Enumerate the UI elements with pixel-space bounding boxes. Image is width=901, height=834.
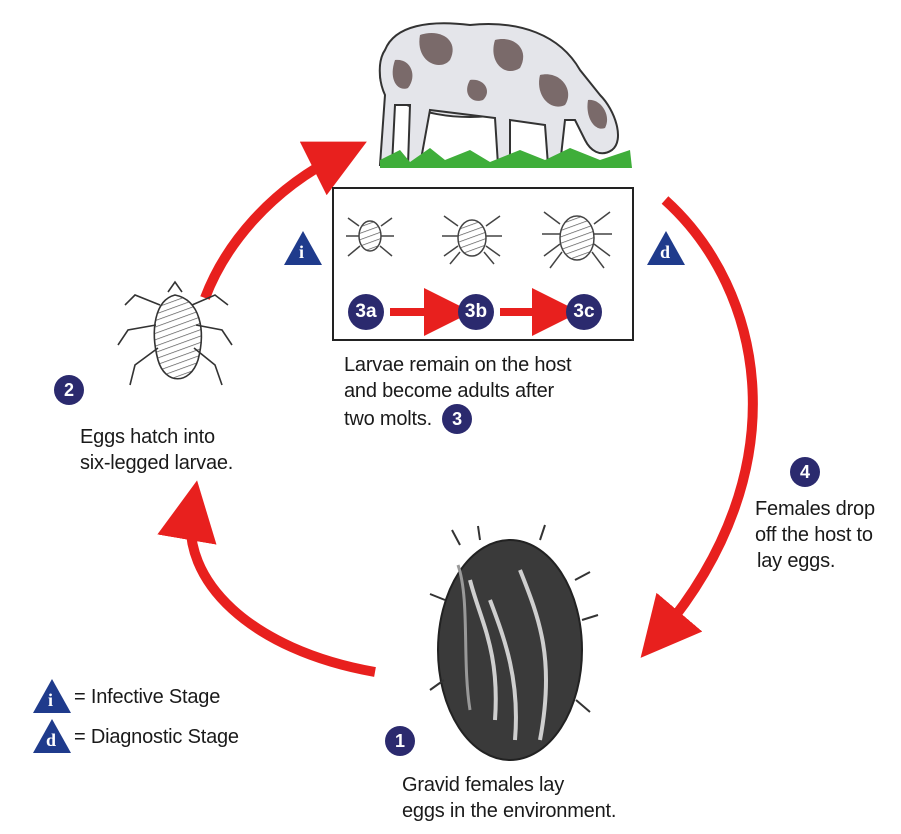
stage3-number-badge: 3 xyxy=(442,404,472,434)
legend-infective-symbol: i xyxy=(48,690,53,711)
stage1-text: Gravid females lay eggs in the environme… xyxy=(402,772,616,824)
legend-diagnostic-marker: d xyxy=(32,718,72,754)
arrow-2-to-host xyxy=(205,155,340,298)
legend-infective-label: = Infective Stage xyxy=(74,684,220,710)
cow-host-illustration xyxy=(380,23,632,168)
gravid-female-tick-illustration xyxy=(430,525,598,760)
stage4-line3: lay eggs. xyxy=(755,548,875,574)
arrow-1-to-2 xyxy=(191,510,375,672)
legend-diagnostic-label: = Diagnostic Stage xyxy=(74,724,239,750)
stage3-text: Larvae remain on the host and become adu… xyxy=(344,352,571,434)
diagnostic-marker-label: d xyxy=(660,242,670,263)
substage-badge-3b: 3b xyxy=(458,294,494,330)
stage4-number-badge: 4 xyxy=(790,457,820,487)
stage1-line1: Gravid females lay xyxy=(402,772,616,798)
substage-badge-3a: 3a xyxy=(348,294,384,330)
diagnostic-stage-marker: d xyxy=(646,230,686,266)
legend: i = Infective Stage d = Diagnostic Stage xyxy=(32,678,292,758)
stage3-line1: Larvae remain on the host xyxy=(344,352,571,378)
legend-infective-marker: i xyxy=(32,678,72,714)
legend-diagnostic-row: d = Diagnostic Stage xyxy=(32,718,292,754)
stage2-text: Eggs hatch into six-legged larvae. xyxy=(80,424,233,476)
adult-tick-illustration xyxy=(542,212,612,268)
legend-infective-row: i = Infective Stage xyxy=(32,678,292,714)
stage2-line1: Eggs hatch into xyxy=(80,424,233,450)
stage2-line2: six-legged larvae. xyxy=(80,450,233,476)
stage1-number-badge: 1 xyxy=(385,726,415,756)
stage4-line2: off the host to xyxy=(755,522,875,548)
stage1-line2: eggs in the environment. xyxy=(402,798,616,824)
larva-tick-illustration xyxy=(346,218,394,256)
stage4-text: Females drop off the host to lay eggs. xyxy=(755,496,875,574)
stage3-line2: and become adults after xyxy=(344,378,571,404)
substage-badge-3c: 3c xyxy=(566,294,602,330)
nymph-tick-illustration xyxy=(442,216,502,264)
infective-stage-marker: i xyxy=(283,230,323,266)
stage3-line3-row: two molts. 3 xyxy=(344,404,571,434)
infective-marker-label: i xyxy=(299,242,304,263)
six-legged-larva-illustration xyxy=(118,282,232,385)
stage3-line3: two molts. xyxy=(344,406,432,432)
stage2-number-badge: 2 xyxy=(54,375,84,405)
legend-diagnostic-symbol: d xyxy=(46,730,56,751)
stage4-line1: Females drop xyxy=(755,496,875,522)
